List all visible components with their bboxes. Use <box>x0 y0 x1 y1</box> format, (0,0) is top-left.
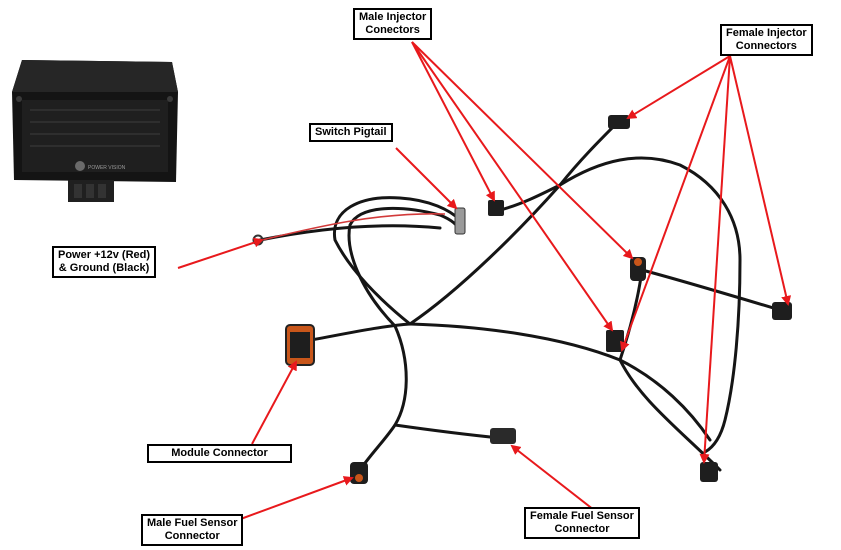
power-red-wire <box>261 213 446 241</box>
arrow-switch-pigtail <box>395 147 458 210</box>
arrow-female-injector-1 <box>626 55 731 120</box>
cable-to-module-connector <box>298 322 412 344</box>
arrow-female-injector-3 <box>620 55 731 352</box>
female-fuel-sensor-plug <box>490 428 516 444</box>
female-injector-connector-1 <box>608 115 630 129</box>
cable-female-injector-top <box>558 118 622 187</box>
switch-pigtail-plug <box>454 207 466 235</box>
label-female-fuel-sensor: Female Fuel Sensor Connector <box>524 507 640 539</box>
label-male-injector: Male Injector Conectors <box>353 8 433 40</box>
arrow-male-injector-3 <box>411 41 614 332</box>
label-module-connector: Module Connector <box>147 444 292 463</box>
arrow-male-injector-2 <box>411 41 634 260</box>
arrow-power-ground <box>177 237 264 269</box>
callout-arrows <box>177 41 792 521</box>
cable-injector-right <box>640 268 782 312</box>
control-module: POWER VISION <box>12 60 178 202</box>
connectors <box>252 115 792 484</box>
arrow-module-connector <box>251 360 297 445</box>
cable-upper-injector <box>408 156 742 454</box>
male-fuel-sensor-plug <box>350 462 368 484</box>
cable-main-trunk <box>408 322 712 442</box>
male-injector-connector-1 <box>488 200 504 216</box>
arrow-female-fuel-sensor <box>510 444 595 511</box>
module-logo: POWER VISION <box>88 165 126 171</box>
cable-male-injector-top <box>498 183 562 212</box>
cable-fuel-sensor-right <box>393 423 502 440</box>
female-injector-connector-3 <box>700 462 718 482</box>
arrow-male-injector-1 <box>411 41 495 202</box>
harness-cables <box>258 118 782 472</box>
male-injector-connector-3 <box>606 330 624 352</box>
arrow-female-injector-4 <box>699 55 731 464</box>
arrow-female-injector-2 <box>729 55 792 306</box>
label-male-fuel-sensor: Male Fuel Sensor Connector <box>141 514 244 546</box>
cable-fuel-sensor <box>358 324 408 472</box>
female-injector-connector-2 <box>772 302 792 320</box>
label-female-injector: Female Injector Connectors <box>720 24 813 56</box>
label-switch-pigtail: Switch Pigtail <box>309 123 393 142</box>
arrow-male-fuel-sensor <box>237 476 354 521</box>
cable-pigtail-loop <box>332 196 462 326</box>
male-injector-connector-2 <box>630 257 646 281</box>
logo-icon <box>75 161 85 171</box>
label-power-ground: Power +12v (Red) & Ground (Black) <box>52 246 157 278</box>
cable-pigtail-loop-2 <box>347 207 462 328</box>
